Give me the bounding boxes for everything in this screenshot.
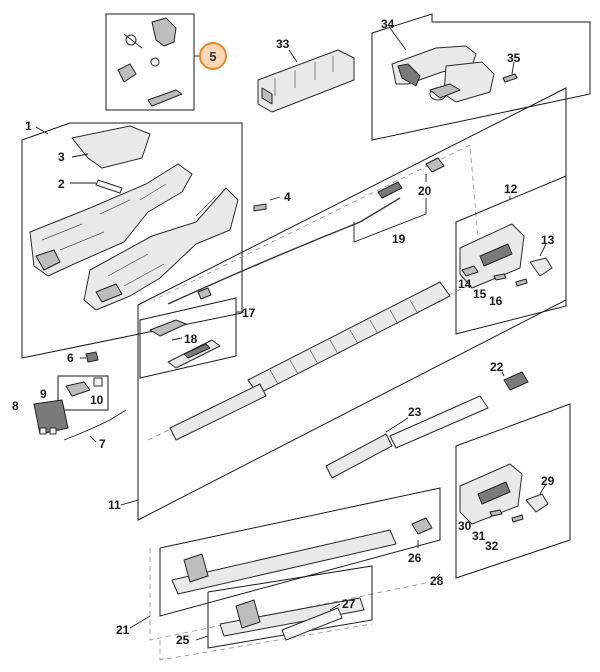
callout-22: 22 [490,360,504,374]
callout-30: 30 [458,519,472,533]
part-33-group: 33 [257,37,355,113]
part-9-contact [65,381,91,397]
part-29-knob [525,493,549,513]
part-19-cable [167,197,401,305]
part-35-screw [502,73,518,83]
part-8-electronics [33,399,69,435]
callout-18: 18 [184,332,198,346]
part-25-shaft [219,597,365,637]
kit-5-trigger [147,89,183,107]
callout-5-circle[interactable] [199,42,227,70]
part-23-tube-end [389,395,489,449]
callout-11: 11 [108,498,121,512]
part-34-handle-grip-right [443,61,495,103]
callout-7: 7 [99,437,106,451]
part-33-cable-guide [257,49,355,113]
part-inner-tube [169,383,267,441]
part-12-frame [455,175,567,335]
kit-5-small-spring [150,57,160,67]
part-main-tube [247,281,451,395]
callout-3: 3 [58,150,65,164]
part-34-frame [371,13,591,141]
callout-26: 26 [408,551,422,565]
callout-28: 28 [430,574,444,588]
callout-13: 13 [541,233,555,247]
callout-10: 10 [90,393,104,407]
part-2-pin [95,179,123,194]
callout-8: 8 [12,399,19,413]
part-17-frame [139,297,237,379]
callout-27: 27 [342,597,356,611]
kit-5-cover-part [151,17,177,47]
callout-31: 31 [472,529,486,543]
callout-16: 16 [489,294,503,308]
part-6-switch [85,351,99,363]
callout-19: 19 [392,232,406,246]
parts-6-10-group: 6 9 10 8 7 [12,351,127,451]
callout-2: 2 [58,177,65,191]
part-26-coupling [411,517,433,535]
callout-33: 33 [276,37,290,51]
part-25-group: 27 25 [159,565,373,661]
part-23-sleeve [325,433,393,479]
part-28-frame [455,403,571,579]
part-21-shaft [171,529,397,595]
kit-5-lever [117,63,137,83]
part-1-frame [21,122,243,359]
part-13-knob [529,257,553,277]
part-27-sleeve [281,607,343,641]
part-4-screw [253,203,267,212]
callout-9: 9 [40,387,47,401]
part-34-handle-grip-left [397,63,421,87]
callout-29: 29 [541,474,555,488]
callout-25: 25 [176,633,190,647]
callout-21: 21 [116,623,130,637]
part-20-connector [425,157,445,173]
callout-1: 1 [25,119,32,133]
part-34-group: 34 35 [371,13,591,141]
part-21-frame [159,487,441,617]
callout-15: 15 [473,287,487,301]
callout-12: 12 [504,182,518,196]
callout-34: 34 [381,17,395,31]
callout-14: 14 [458,277,472,291]
part-12-group: 12 13 14 15 16 [455,175,567,335]
part-9-frame [57,375,109,411]
callout-6: 6 [67,351,74,365]
kit-5-group [105,13,202,111]
callout-23: 23 [408,405,422,419]
shaft-frame-11: 11 19 20 17 18 22 23 [108,87,567,521]
callout-5-label: 5 [209,49,216,64]
callout-20: 20 [418,184,432,198]
callout-5-highlight[interactable]: 5 [199,42,227,70]
callout-4: 4 [284,190,291,204]
part-25-frame [207,565,373,649]
part-1-housing-left [29,163,193,277]
callout-32: 32 [485,539,499,553]
part-22-clamp [503,371,529,391]
part-1-housing-right [83,187,239,311]
callout-17: 17 [242,306,256,320]
part-21-group: 21 26 [116,487,441,641]
callout-35: 35 [507,51,521,65]
part-3-cover [71,125,151,169]
part-4-group: 4 [253,190,291,212]
part-28-group: 29 30 31 32 28 [430,403,571,588]
part-1-group: 1 3 2 [21,119,243,359]
kit-5-frame [105,13,195,111]
